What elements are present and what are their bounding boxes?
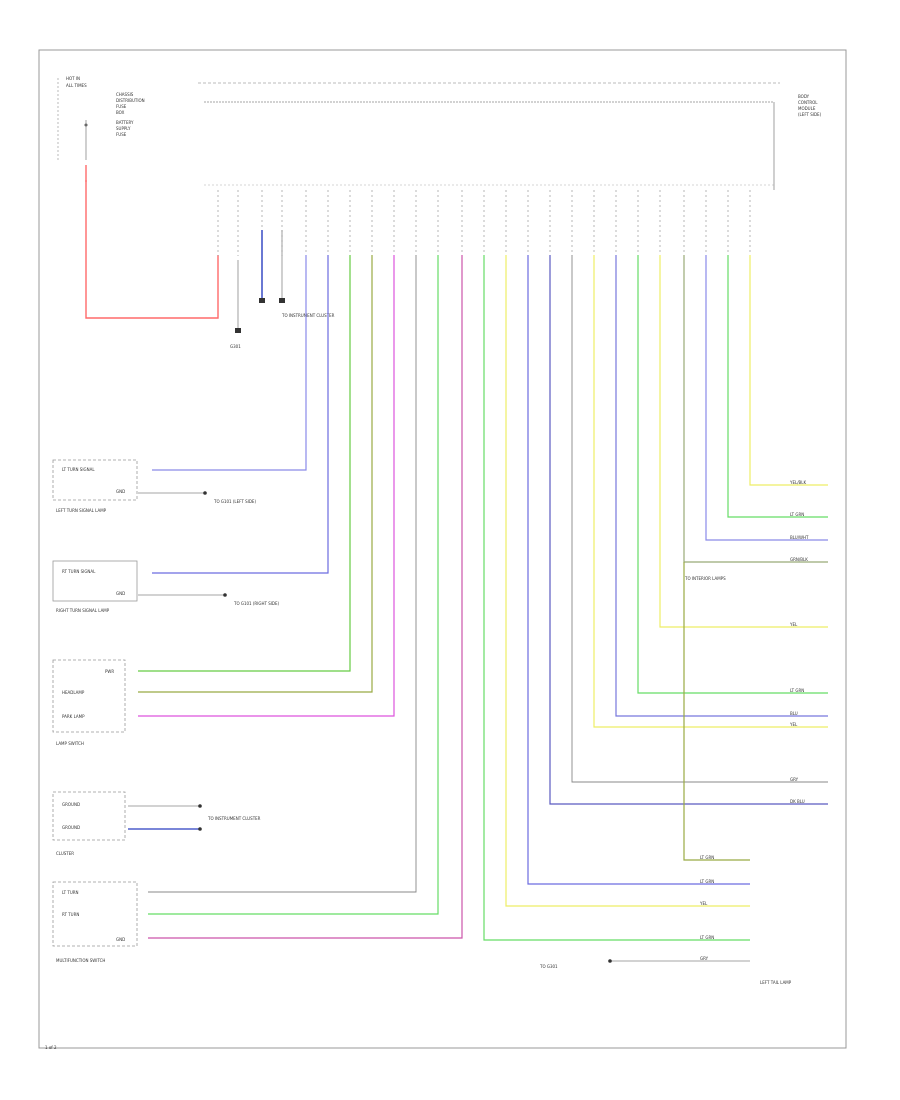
power-label-6: BATTERY [116, 120, 134, 125]
bottom-right-wire-label: LT GRN [700, 855, 714, 860]
bottom-right-wire-label: YEL [699, 901, 708, 906]
lamp-switch-title: LAMP SWITCH [56, 741, 84, 746]
power-label-5: BOX [116, 110, 125, 115]
wire-group [138, 255, 828, 962]
multifunction-row-1: RT TURN [62, 912, 79, 917]
diagram-frame [38, 49, 847, 1049]
power-label-0: HOT IN [66, 76, 80, 81]
component-lamp-switch: PWR HEADLAMP PARK LAMP LAMP SWITCH [52, 659, 126, 746]
bcm-label-1: CONTROL [798, 100, 818, 105]
power-label-2: CHASSIS [116, 92, 134, 97]
lamp-switch-row-1: HEADLAMP [62, 690, 85, 695]
rf-gnd-note: TO G101 (RIGHT SIDE) [233, 601, 280, 606]
bottom-center-note: TO G301 [539, 964, 558, 969]
component-rf-turn: RT TURN SIGNAL GND RIGHT TURN SIGNAL LAM… [52, 560, 280, 613]
multifunction-row-0: LT TURN [62, 890, 79, 895]
multifunction-row-2: GND [116, 937, 125, 942]
right-wire-label: BLU/WHT [790, 535, 809, 540]
power-label-8: FUSE [116, 132, 127, 137]
lf-turn-row-1: GND [116, 489, 125, 494]
right-wire-label: GRN/BLK [790, 557, 808, 562]
right-wire-label: YEL/BLK [789, 480, 807, 485]
power-label-4: FUSE [116, 104, 127, 109]
bcm-label-0: BODY [798, 94, 810, 99]
lf-turn-title: LEFT TURN SIGNAL LAMP [56, 508, 107, 513]
lf-gnd-note: TO G101 (LEFT SIDE) [213, 499, 256, 504]
right-wire-label: YEL [789, 722, 798, 727]
right-wire-label: LT GRN [790, 688, 804, 693]
rf-turn-row-1: GND [116, 591, 125, 596]
under-connector-label: TO INSTRUMENT CLUSTER [281, 313, 335, 318]
component-cluster: GROUND GROUND CLUSTER TO INSTRUMENT CLUS… [52, 791, 261, 856]
page-tag: 1 of 2 [45, 1045, 57, 1050]
cluster-title: CLUSTER [56, 851, 74, 856]
connector-pins [217, 190, 751, 256]
bottom-right-wire-labels: LT GRN LT GRN YEL LT GRN GRY [699, 855, 714, 961]
lf-turn-row-0: LT TURN SIGNAL [62, 467, 95, 472]
bottom-right-wire-label: GRY [700, 956, 709, 961]
red-power-wire [85, 180, 219, 319]
right-wire-label: BLU [790, 711, 798, 716]
multifunction-title: MULTIFUNCTION SWITCH [56, 958, 105, 963]
bottom-right-wire-label: LT GRN [700, 879, 714, 884]
component-lf-turn: LT TURN SIGNAL GND LEFT TURN SIGNAL LAMP… [52, 459, 256, 513]
bottom-right-wire-label: LT GRN [700, 935, 714, 940]
bottom-right-note: LEFT TAIL LAMP [760, 980, 792, 985]
bcm-label-block: BODY CONTROL MODULE (LEFT SIDE) [798, 94, 822, 117]
cluster-row-1: GROUND [62, 825, 80, 830]
right-wire-label: DK BLU [790, 799, 805, 804]
cluster-row-0: GROUND [62, 802, 80, 807]
bcm-label-2: MODULE [798, 106, 816, 111]
lamp-switch-row-0: PWR [105, 669, 114, 674]
center-note: TO INTERIOR LAMPS [684, 576, 726, 581]
right-wire-label: GRY [790, 777, 799, 782]
rf-turn-title: RIGHT TURN SIGNAL LAMP [56, 608, 110, 613]
lamp-switch-row-2: PARK LAMP [62, 714, 85, 719]
rf-turn-row-0: RT TURN SIGNAL [62, 569, 96, 574]
right-wire-label: LT GRN [790, 512, 804, 517]
bcm-label-3: (LEFT SIDE) [798, 112, 822, 117]
right-wire-label: YEL [789, 622, 798, 627]
cluster-note: TO INSTRUMENT CLUSTER [207, 816, 261, 821]
ground-symbol: G301 [230, 260, 241, 349]
power-source-block: HOT IN ALL TIMES CHASSIS DISTRIBUTION FU… [57, 76, 145, 160]
power-label-7: SUPPLY [116, 126, 131, 131]
power-label-3: DISTRIBUTION [116, 98, 145, 103]
component-multifunction: LT TURN RT TURN GND MULTIFUNCTION SWITCH [52, 881, 138, 963]
ground-label: G301 [230, 344, 241, 349]
right-wire-labels: YEL/BLK LT GRN BLU/WHT GRN/BLK YEL LT GRN BLU Y… [789, 480, 809, 804]
power-label-1: ALL TIMES [66, 83, 87, 88]
